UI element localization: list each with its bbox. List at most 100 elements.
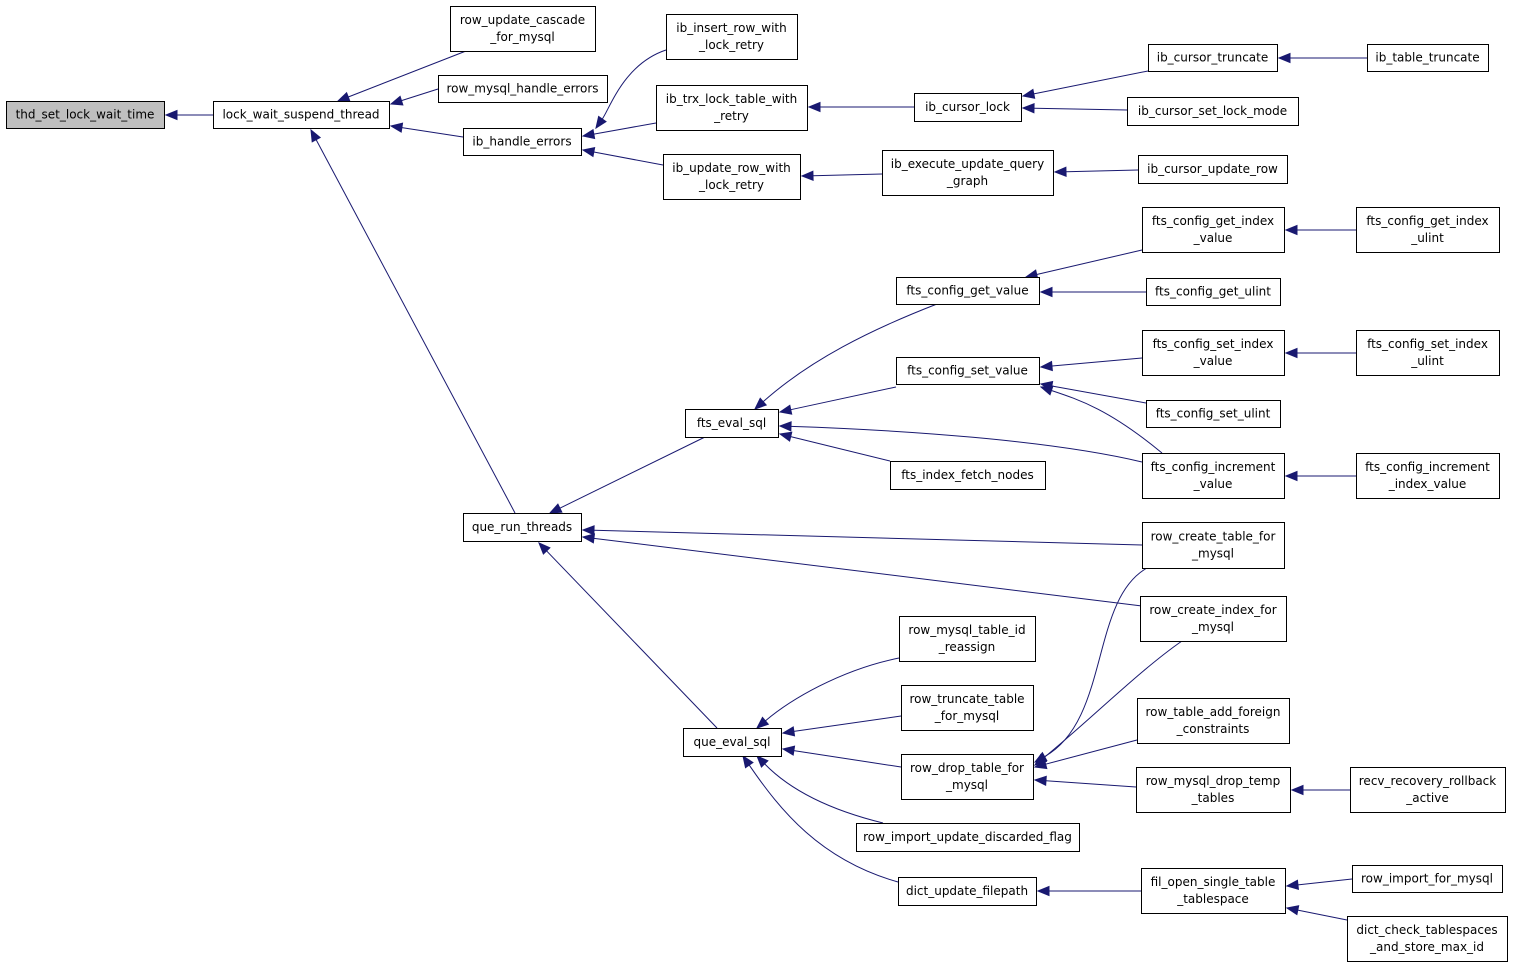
node-label: fts_config_set_index [1367, 337, 1488, 351]
node-label: row_mysql_drop_temp [1146, 774, 1280, 788]
node-label: lock_wait_suspend_thread [222, 108, 379, 122]
call-edge [593, 122, 657, 135]
graph-node-row-create-index-for-mysql[interactable]: row_create_index_for_mysql [1140, 596, 1287, 642]
node-label: ib_cursor_set_lock_mode [1138, 104, 1287, 118]
call-edge [790, 436, 891, 462]
node-box [213, 101, 390, 129]
call-edge-arrowhead [581, 525, 595, 536]
graph-node-ib-cursor-set-lock-mode[interactable]: ib_cursor_set_lock_mode [1127, 97, 1299, 126]
node-label: ib_trx_lock_table_with [666, 92, 797, 106]
call-edge [1051, 390, 1163, 454]
node-label: fts_config_get_value [906, 284, 1028, 298]
graph-node-row-table-add-foreign-constraints[interactable]: row_table_add_foreign_constraints [1137, 698, 1290, 744]
graph-node-fts-eval-sql[interactable]: fts_eval_sql [685, 409, 779, 438]
node-label: _mysql [1191, 620, 1234, 634]
node-label: thd_set_lock_wait_time [16, 108, 155, 122]
graph-node-fts-config-get-value[interactable]: fts_config_get_value [896, 277, 1040, 305]
node-box [666, 14, 798, 60]
graph-node-fts-config-set-ulint[interactable]: fts_config_set_ulint [1146, 400, 1281, 428]
node-label: _value [1193, 231, 1233, 245]
call-edge-arrowhead [581, 533, 596, 544]
call-edge [315, 139, 516, 514]
graph-node-ib-cursor-truncate[interactable]: ib_cursor_truncate [1148, 44, 1278, 72]
node-label: _mysql [945, 778, 988, 792]
node-box [1140, 596, 1287, 642]
node-label: _ulint [1410, 231, 1444, 245]
call-edge-arrowhead [336, 91, 351, 102]
graph-node-fts-config-increment-value[interactable]: fts_config_increment_value [1142, 453, 1285, 499]
call-edge-arrowhead [778, 431, 793, 442]
call-edge-arrowhead [595, 115, 607, 130]
graph-node-lock-wait-suspend-thread[interactable]: lock_wait_suspend_thread [213, 101, 390, 129]
node-label: dict_check_tablespaces [1356, 923, 1497, 937]
call-edge-arrowhead [581, 146, 596, 158]
graph-node-ib-update-row-with-lock-retry[interactable]: ib_update_row_with_lock_retry [663, 154, 801, 200]
graph-node-fts-config-increment-index-value[interactable]: fts_config_increment_index_value [1356, 453, 1500, 499]
graph-node-ib-table-truncate[interactable]: ib_table_truncate [1367, 44, 1489, 72]
graph-node-row-import-for-mysql[interactable]: row_import_for_mysql [1352, 865, 1503, 893]
graph-node-fts-config-get-index-ulint[interactable]: fts_config_get_index _ulint [1356, 207, 1500, 253]
call-edge-arrowhead [781, 726, 796, 737]
graph-node-dict-update-filepath[interactable]: dict_update_filepath [898, 877, 1037, 906]
node-box [914, 93, 1022, 122]
graph-node-ib-cursor-lock[interactable]: ib_cursor_lock [914, 93, 1022, 122]
graph-node-que-eval-sql[interactable]: que_eval_sql [683, 728, 782, 757]
call-edge [593, 529, 1143, 546]
graph-node-que-run-threads[interactable]: que_run_threads [463, 513, 582, 542]
node-label: fts_config_get_index [1366, 214, 1488, 228]
call-edge-arrowhead [742, 754, 754, 769]
call-edge [401, 127, 464, 138]
graph-node-ib-handle-errors[interactable]: ib_handle_errors [463, 128, 582, 156]
node-box [1137, 698, 1290, 744]
graph-node-ib-insert-row-with-lock-retry[interactable]: ib_insert_row_with_lock_retry [666, 14, 798, 60]
call-edge [401, 88, 439, 102]
graph-node-dict-check-tablespaces-and-store-max-id[interactable]: dict_check_tablespaces_and_store_max_id [1347, 916, 1508, 962]
call-edge-arrowhead [1033, 758, 1048, 770]
call-edge [1065, 169, 1139, 173]
graph-node-row-mysql-handle-errors[interactable]: row_mysql_handle_errors [438, 75, 608, 103]
graph-node-ib-execute-update-query-graph[interactable]: ib_execute_update_query _graph [882, 150, 1054, 196]
call-edge-arrowhead [1021, 102, 1035, 114]
node-label: _active [1405, 791, 1448, 805]
node-label: fts_config_increment [1365, 460, 1490, 474]
node-label: _lock_retry [698, 38, 764, 52]
graph-node-fts-index-fetch-nodes[interactable]: fts_index_fetch_nodes [890, 461, 1046, 490]
call-edge [790, 425, 1143, 463]
graph-node-ib-trx-lock-table-with-retry[interactable]: ib_trx_lock_table_with_retry [656, 85, 808, 131]
node-label: _graph [946, 174, 988, 188]
node-box [898, 877, 1037, 906]
graph-node-recv-recovery-rollback-active[interactable]: recv_recovery_rollback _active [1350, 767, 1506, 813]
graph-node-row-truncate-table-for-mysql[interactable]: row_truncate_table_for_mysql [901, 685, 1034, 731]
node-label: fts_config_get_ulint [1155, 285, 1271, 299]
call-edge-arrowhead [1284, 224, 1298, 236]
graph-node-row-mysql-table-id-reassign[interactable]: row_mysql_table_id_reassign [899, 616, 1036, 662]
graph-node-fts-config-set-index-ulint[interactable]: fts_config_set_index_ulint [1356, 330, 1500, 376]
graph-node-ib-cursor-update-row[interactable]: ib_cursor_update_row [1138, 155, 1288, 184]
node-box [890, 461, 1046, 490]
node-box [1148, 44, 1278, 72]
graph-node-row-import-update-discarded-flag[interactable]: row_import_update_discarded_flag [856, 823, 1080, 852]
node-label: que_eval_sql [694, 735, 771, 749]
node-label: fts_index_fetch_nodes [901, 468, 1034, 482]
graph-node-fts-config-get-index-value[interactable]: fts_config_get_index_value [1142, 207, 1285, 253]
graph-node-fts-config-set-index-value[interactable]: fts_config_set_index_value [1142, 330, 1285, 376]
call-edge-arrowhead [1036, 885, 1050, 897]
graph-node-fil-open-single-table-tablespace[interactable]: fil_open_single_table_tablespace [1141, 868, 1286, 914]
graph-node-row-create-table-for-mysql[interactable]: row_create_table_for_mysql [1142, 522, 1285, 569]
call-edge-arrowhead [389, 122, 404, 133]
node-label: ib_execute_update_query [891, 157, 1044, 171]
node-label: _tables [1191, 791, 1235, 805]
graph-node-row-update-cascade-for-mysql[interactable]: row_update_cascade_for_mysql [450, 6, 596, 52]
node-label: recv_recovery_rollback [1359, 774, 1497, 788]
call-edge-arrowhead [538, 542, 551, 555]
graph-node-row-drop-table-for-mysql[interactable]: row_drop_table_for_mysql [901, 754, 1034, 800]
graph-node-fts-config-set-value[interactable]: fts_config_set_value [896, 357, 1040, 385]
graph-node-fts-config-get-ulint[interactable]: fts_config_get_ulint [1146, 278, 1281, 306]
node-box [1127, 97, 1299, 126]
call-edge-arrowhead [1021, 88, 1036, 99]
graph-node-row-mysql-drop-temp-tables[interactable]: row_mysql_drop_temp _tables [1136, 767, 1291, 813]
node-box [656, 85, 808, 131]
node-label: row_truncate_table [909, 692, 1024, 706]
call-edge-arrowhead [778, 421, 792, 432]
call-edge-arrowhead [1039, 286, 1053, 298]
